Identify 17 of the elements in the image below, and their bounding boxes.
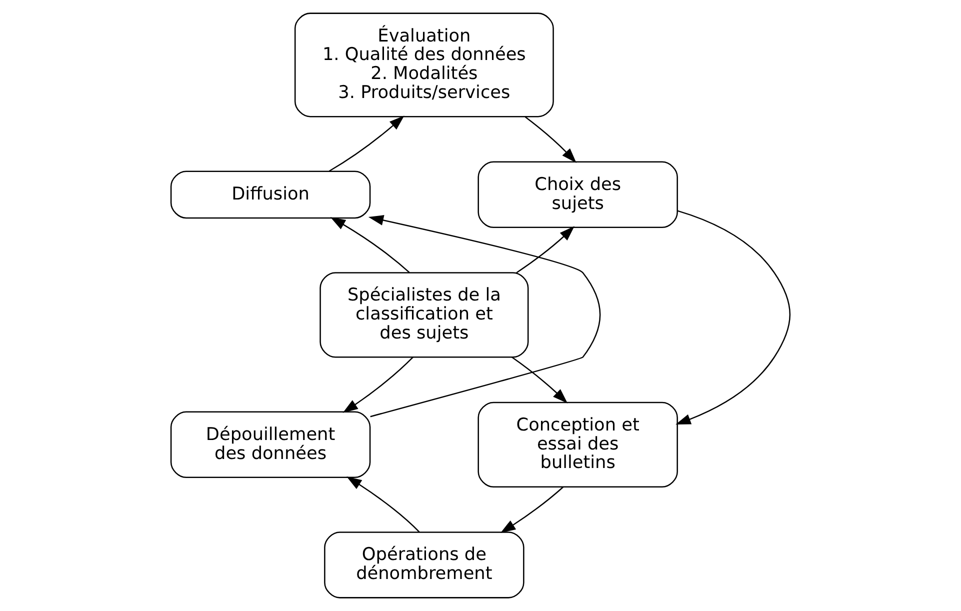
node-box: Conception et essai des bulletins: [478, 402, 678, 488]
arrow: [512, 356, 568, 404]
node-box: Opérations de dénombrement: [324, 532, 524, 598]
arrow: [328, 116, 404, 172]
node-box: Choix des sujets: [478, 161, 678, 228]
arrow: [342, 356, 414, 413]
node-box: Diffusion: [170, 170, 371, 219]
arrow: [516, 226, 574, 274]
arrow: [368, 215, 601, 418]
arrow: [500, 486, 564, 533]
node-box: Spécialistes de la classification et des sujets: [320, 272, 529, 358]
arrow: [676, 210, 791, 424]
node-box: Dépouillement des données: [170, 411, 371, 478]
arrow: [346, 476, 420, 532]
arrow: [524, 116, 576, 163]
node-box: Évaluation 1. Qualité des données 2. Modalités 3. Produits/services: [294, 12, 554, 118]
arrow: [330, 217, 410, 274]
